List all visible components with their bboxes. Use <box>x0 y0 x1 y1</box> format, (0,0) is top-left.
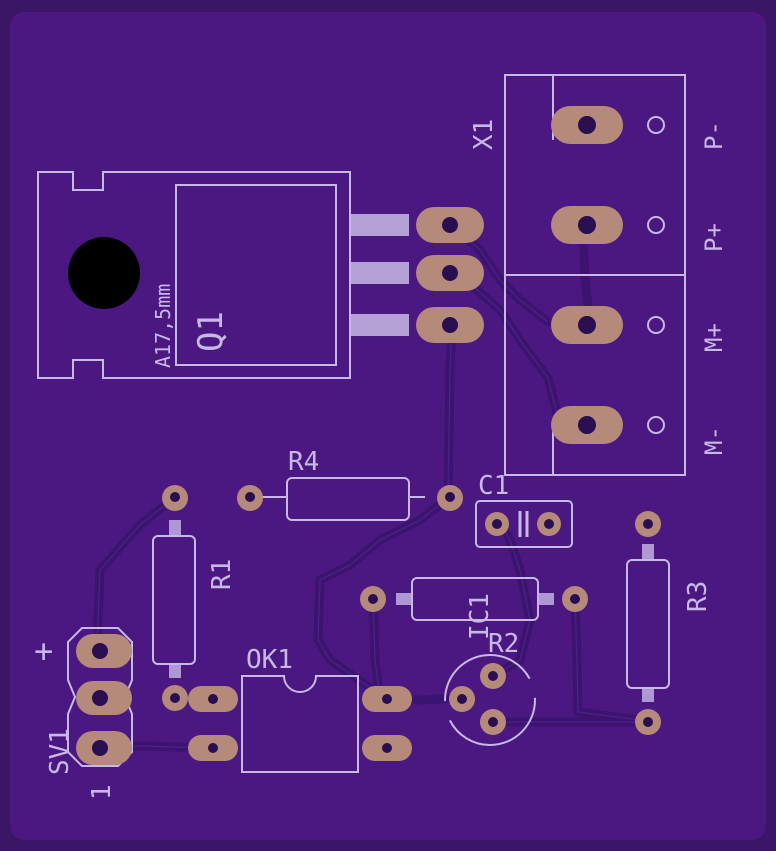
label-q1-note: A17,5mm <box>151 284 175 368</box>
label-x1: X1 <box>469 119 499 150</box>
r4-body <box>286 477 410 521</box>
pads <box>76 106 665 765</box>
silkscreen-labels: Q1 A17,5mm X1 P- P+ M+ M- R4 C1 R1 R3 IC… <box>34 119 728 800</box>
label-q1: Q1 <box>191 311 231 352</box>
label-ic1: IC1 <box>465 593 495 640</box>
q1-inner-outline <box>175 184 337 366</box>
r2-outline <box>444 654 536 746</box>
sv1-outline <box>67 627 133 767</box>
label-plus: + <box>34 632 53 670</box>
label-sv1: SV1 <box>45 728 75 775</box>
label-r4: R4 <box>288 447 319 477</box>
label-ok1: OK1 <box>246 645 293 675</box>
c1-outline <box>475 500 573 548</box>
label-r2: R2 <box>488 629 519 659</box>
label-r3: R3 <box>683 581 713 612</box>
label-p-minus: P- <box>700 121 728 150</box>
q1-leg-3 <box>349 314 409 336</box>
label-sv1-pin1: 1 <box>87 784 117 800</box>
q1-mounting-hole <box>68 237 140 309</box>
silkscreen <box>37 74 686 773</box>
q1-leg-2 <box>349 262 409 284</box>
q1-leg-1 <box>349 214 409 236</box>
label-m-plus: M+ <box>700 323 728 352</box>
q1-outline <box>37 171 351 379</box>
label-m-minus: M- <box>700 426 728 455</box>
label-c1: C1 <box>478 471 509 501</box>
label-r1: R1 <box>207 559 237 590</box>
ok1-outline <box>241 675 359 773</box>
label-p-plus: P+ <box>700 223 728 252</box>
